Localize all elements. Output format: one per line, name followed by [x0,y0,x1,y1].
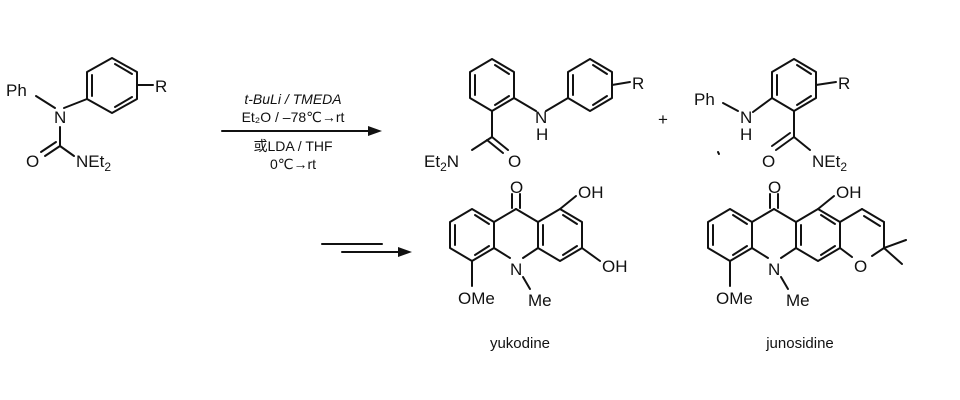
yuk-o-label: O [510,178,523,197]
pa-o-label: O [508,152,521,171]
sm-net2-label: NEt2 [76,152,111,174]
jun-ring-o-label: O [854,257,867,276]
pb-o-label: O [762,152,775,171]
sm-aryl-ring [86,57,138,114]
jun-me-label: Me [786,291,810,310]
pa-h-label: H [536,125,548,144]
product-b: Ph N H R O NEt2 [694,58,850,174]
jun-n-label: N [768,260,780,279]
yuk-oh2-label: OH [602,257,628,276]
pa-et2n-label: Et2N [424,152,459,174]
pa-n-label: N [535,108,547,127]
condition-line-1: t-BuLi / TMEDA [244,91,341,107]
yukodine-structure: O N Me OH OH OMe yukodine [449,178,628,352]
jun-o-label: O [768,178,781,197]
pb-h-label: H [740,125,752,144]
pb-n-label: N [740,108,752,127]
plus-sign: + [658,110,668,129]
junosidine-name: junosidine [765,335,834,352]
sm-n-label: N [54,108,66,127]
yuk-right-ring [537,208,583,262]
jun-oh-label: OH [836,183,862,202]
jun-aryl-ring [795,208,841,262]
yuk-ome-label: OMe [458,289,495,308]
pb-ph-label: Ph [694,90,715,109]
starting-material: R Ph N O NEt2 [6,57,167,174]
yuk-me-label: Me [528,291,552,310]
sm-ph-label: Ph [6,81,27,100]
pb-r-label: R [838,74,850,93]
yukodine-name: yukodine [490,335,550,352]
sm-o-label: O [26,152,39,171]
pb-net2-label: NEt2 [812,152,847,174]
condition-line-4: 0℃→rt [270,156,316,172]
pa-r-label: R [632,74,644,93]
pa-right-ring [567,58,613,112]
condition-line-3: 或LDA / THF [253,138,332,154]
pa-left-ring [469,58,515,112]
multistep-arrow [321,243,412,257]
yuk-left-ring [449,208,495,262]
pb-ring [771,58,817,112]
jun-left-ring [707,208,753,262]
junosidine-structure: O N Me OH O OMe junosidine [707,178,907,352]
reaction-arrow [221,126,382,136]
yuk-n-label: N [510,260,522,279]
condition-line-2: Et₂O / –78℃→rt [242,109,345,125]
sm-r-label: R [155,77,167,96]
product-a: N H R O Et2N [424,58,644,174]
reaction-conditions: t-BuLi / TMEDA Et₂O / –78℃→rt 或LDA / THF… [242,91,345,172]
yuk-oh1-label: OH [578,183,604,202]
jun-ome-label: OMe [716,289,753,308]
